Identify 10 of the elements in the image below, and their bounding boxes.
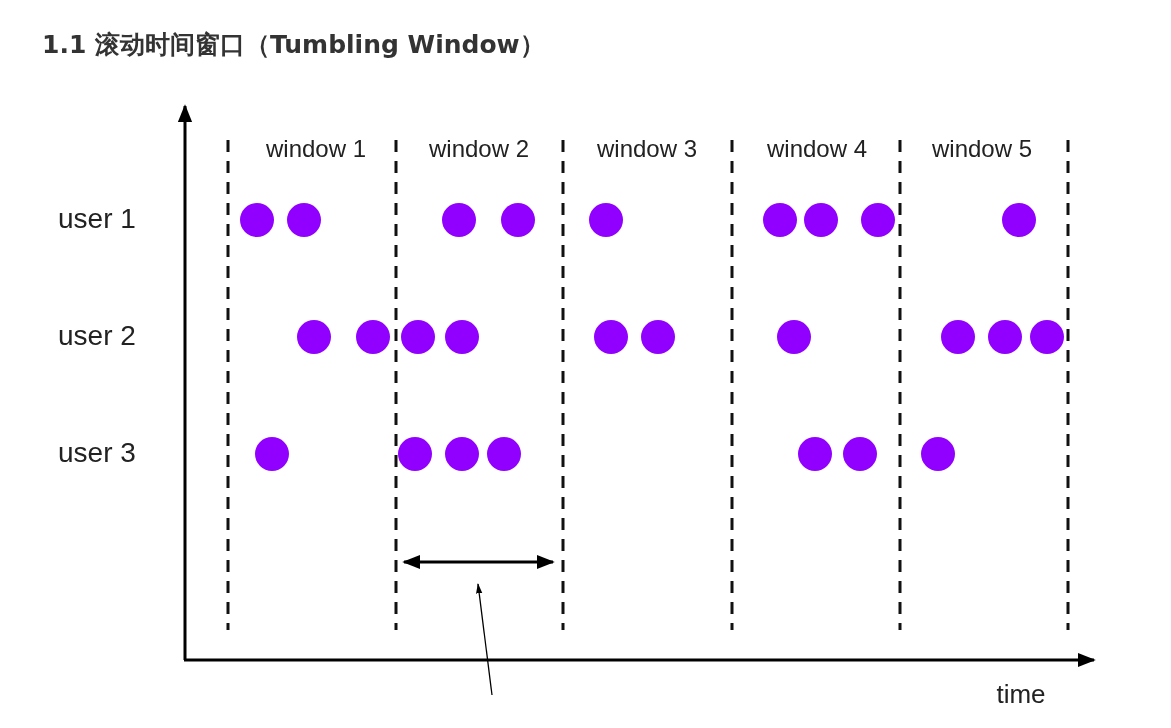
window-label: window 4 [766, 134, 868, 163]
window-label: window 5 [931, 134, 1033, 163]
window-label: window 3 [596, 134, 698, 163]
window-label: window 1 [265, 134, 367, 163]
row-label: user 3 [58, 437, 136, 470]
axis-label: time [996, 679, 1046, 711]
title: 1.1 滚动时间窗口（Tumbling Window） [42, 29, 545, 61]
window-label: window 2 [428, 134, 530, 163]
row-label: user 1 [58, 203, 136, 236]
row-label: user 2 [58, 320, 136, 353]
